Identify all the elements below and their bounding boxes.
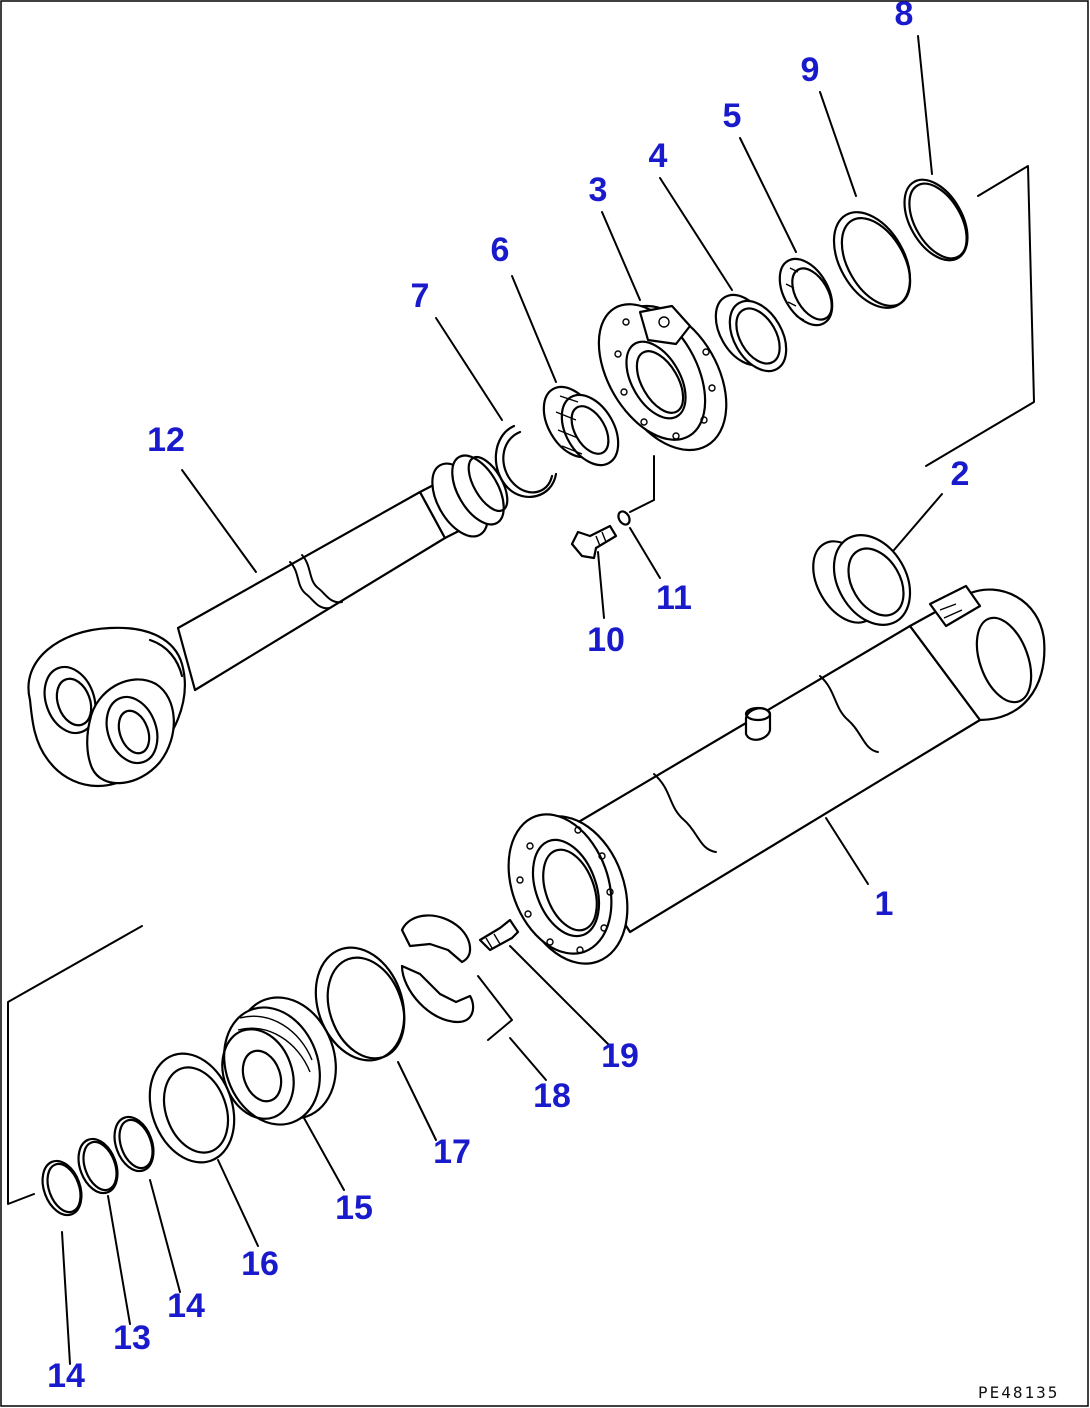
callout-3: 3 [589,171,608,209]
callout-14-upper: 14 [167,1287,205,1325]
part-16-ring [148,1052,236,1164]
assembly-bracket-piston [7,925,143,1205]
part-18-split-ring [400,914,475,1024]
part-3-cylinder-head [597,303,728,452]
drawing-code: PE48135 [978,1383,1059,1402]
callout-16: 16 [241,1245,279,1283]
callout-10: 10 [587,621,625,659]
callout-14-lower: 14 [47,1357,85,1395]
callout-labels: 1 2 3 4 5 6 7 8 9 10 11 12 13 14 14 15 1… [47,0,969,1395]
part-15-piston [221,996,337,1126]
part-12-piston-rod [27,454,509,788]
callout-19: 19 [601,1037,639,1075]
part-9-ring [832,211,912,309]
callout-6: 6 [491,231,510,269]
part-2-bushing [812,533,912,627]
callout-4: 4 [649,137,668,175]
leader-lines [61,35,943,1365]
bracket-10-11 [629,455,655,513]
callout-18: 18 [533,1077,571,1115]
callout-15: 15 [335,1189,373,1227]
part-6-bushing [542,385,620,467]
callout-7: 7 [411,277,430,315]
part-13-ring [77,1137,119,1195]
callout-12: 12 [147,421,185,459]
part-5-seal [778,257,834,327]
part-11-washer [617,510,631,526]
part-14-ring-upper [113,1115,155,1173]
callout-2: 2 [951,455,970,493]
part-7-snap-ring [494,424,558,498]
assembly-bracket-head [925,165,1035,467]
part-17-wear-ring [314,946,406,1062]
bracket-18 [477,975,513,1041]
callout-11: 11 [656,579,692,617]
part-10-bolt [570,524,618,560]
callout-1: 1 [875,885,894,923]
callout-17: 17 [433,1133,471,1171]
callout-8: 8 [895,0,914,33]
callout-13: 13 [113,1319,151,1357]
callout-5: 5 [723,97,742,135]
part-8-o-ring [903,178,969,262]
part-4-bushing [714,293,788,373]
part-1-cylinder-tube [507,584,1046,965]
part-19-bolt [478,918,520,952]
callout-9: 9 [801,51,820,89]
part-14-ring-lower [41,1159,83,1217]
